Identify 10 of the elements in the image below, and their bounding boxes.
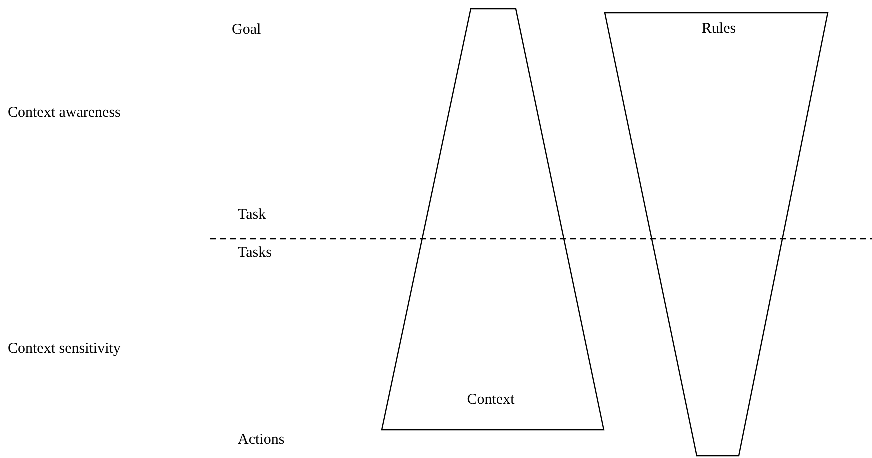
axis-label: Actions — [238, 432, 285, 449]
axis-label: Tasks — [238, 245, 272, 262]
axis-label: Context sensitivity — [8, 341, 121, 358]
trapezoid-shape — [605, 13, 828, 456]
axis-label: Context awareness — [8, 105, 121, 122]
shape-label: Rules — [702, 21, 736, 38]
shape-label: Context — [467, 392, 515, 409]
trapezoid-shape — [382, 9, 604, 430]
axis-label: Task — [238, 207, 266, 224]
axis-label: Goal — [232, 22, 262, 39]
